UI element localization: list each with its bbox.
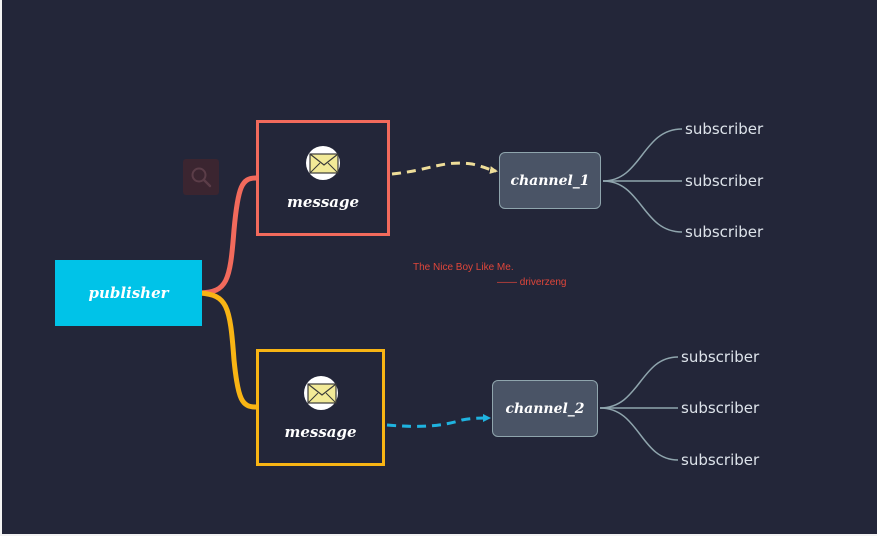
edge-channel-1-subscriber-1: [602, 128, 683, 182]
edge-channel-1-subscriber-3: [602, 180, 683, 233]
subscriber-2-1[interactable]: subscriber: [681, 348, 760, 366]
message-label-1: message: [286, 193, 360, 211]
channel-label-1: channel_1: [510, 172, 590, 189]
message-node-1[interactable]: message: [256, 120, 390, 236]
edge-publisher-message-1: [197, 175, 259, 296]
edge-message-1-channel-1: [391, 161, 498, 176]
channel-node-2[interactable]: channel_2: [492, 380, 598, 437]
message-node-2[interactable]: message: [256, 349, 385, 466]
subscriber-1-1[interactable]: subscriber: [685, 120, 764, 138]
channel-node-1[interactable]: channel_1: [499, 152, 601, 209]
subscriber-2-2[interactable]: subscriber: [681, 399, 760, 417]
edge-message-2-channel-2: [386, 414, 491, 428]
envelope-icon: [303, 375, 338, 410]
publisher-label: publisher: [88, 284, 169, 302]
annotation-line-2: —— driverzeng: [497, 277, 567, 288]
annotation-line-1: The Nice Boy Like Me.: [413, 262, 514, 273]
edge-channel-2-subscriber-3: [599, 407, 679, 461]
channel-label-2: channel_2: [505, 400, 585, 417]
edge-channel-2-subscriber-1: [599, 356, 679, 409]
search-button[interactable]: [183, 159, 219, 195]
publisher-node[interactable]: publisher: [55, 260, 202, 326]
search-icon: [191, 167, 212, 188]
message-label-2: message: [284, 422, 357, 441]
envelope-icon: [306, 146, 340, 180]
subscriber-2-3[interactable]: subscriber: [681, 451, 760, 469]
subscriber-1-3[interactable]: subscriber: [685, 223, 764, 241]
subscriber-1-2[interactable]: subscriber: [685, 172, 764, 190]
edge-publisher-message-2: [197, 290, 259, 410]
